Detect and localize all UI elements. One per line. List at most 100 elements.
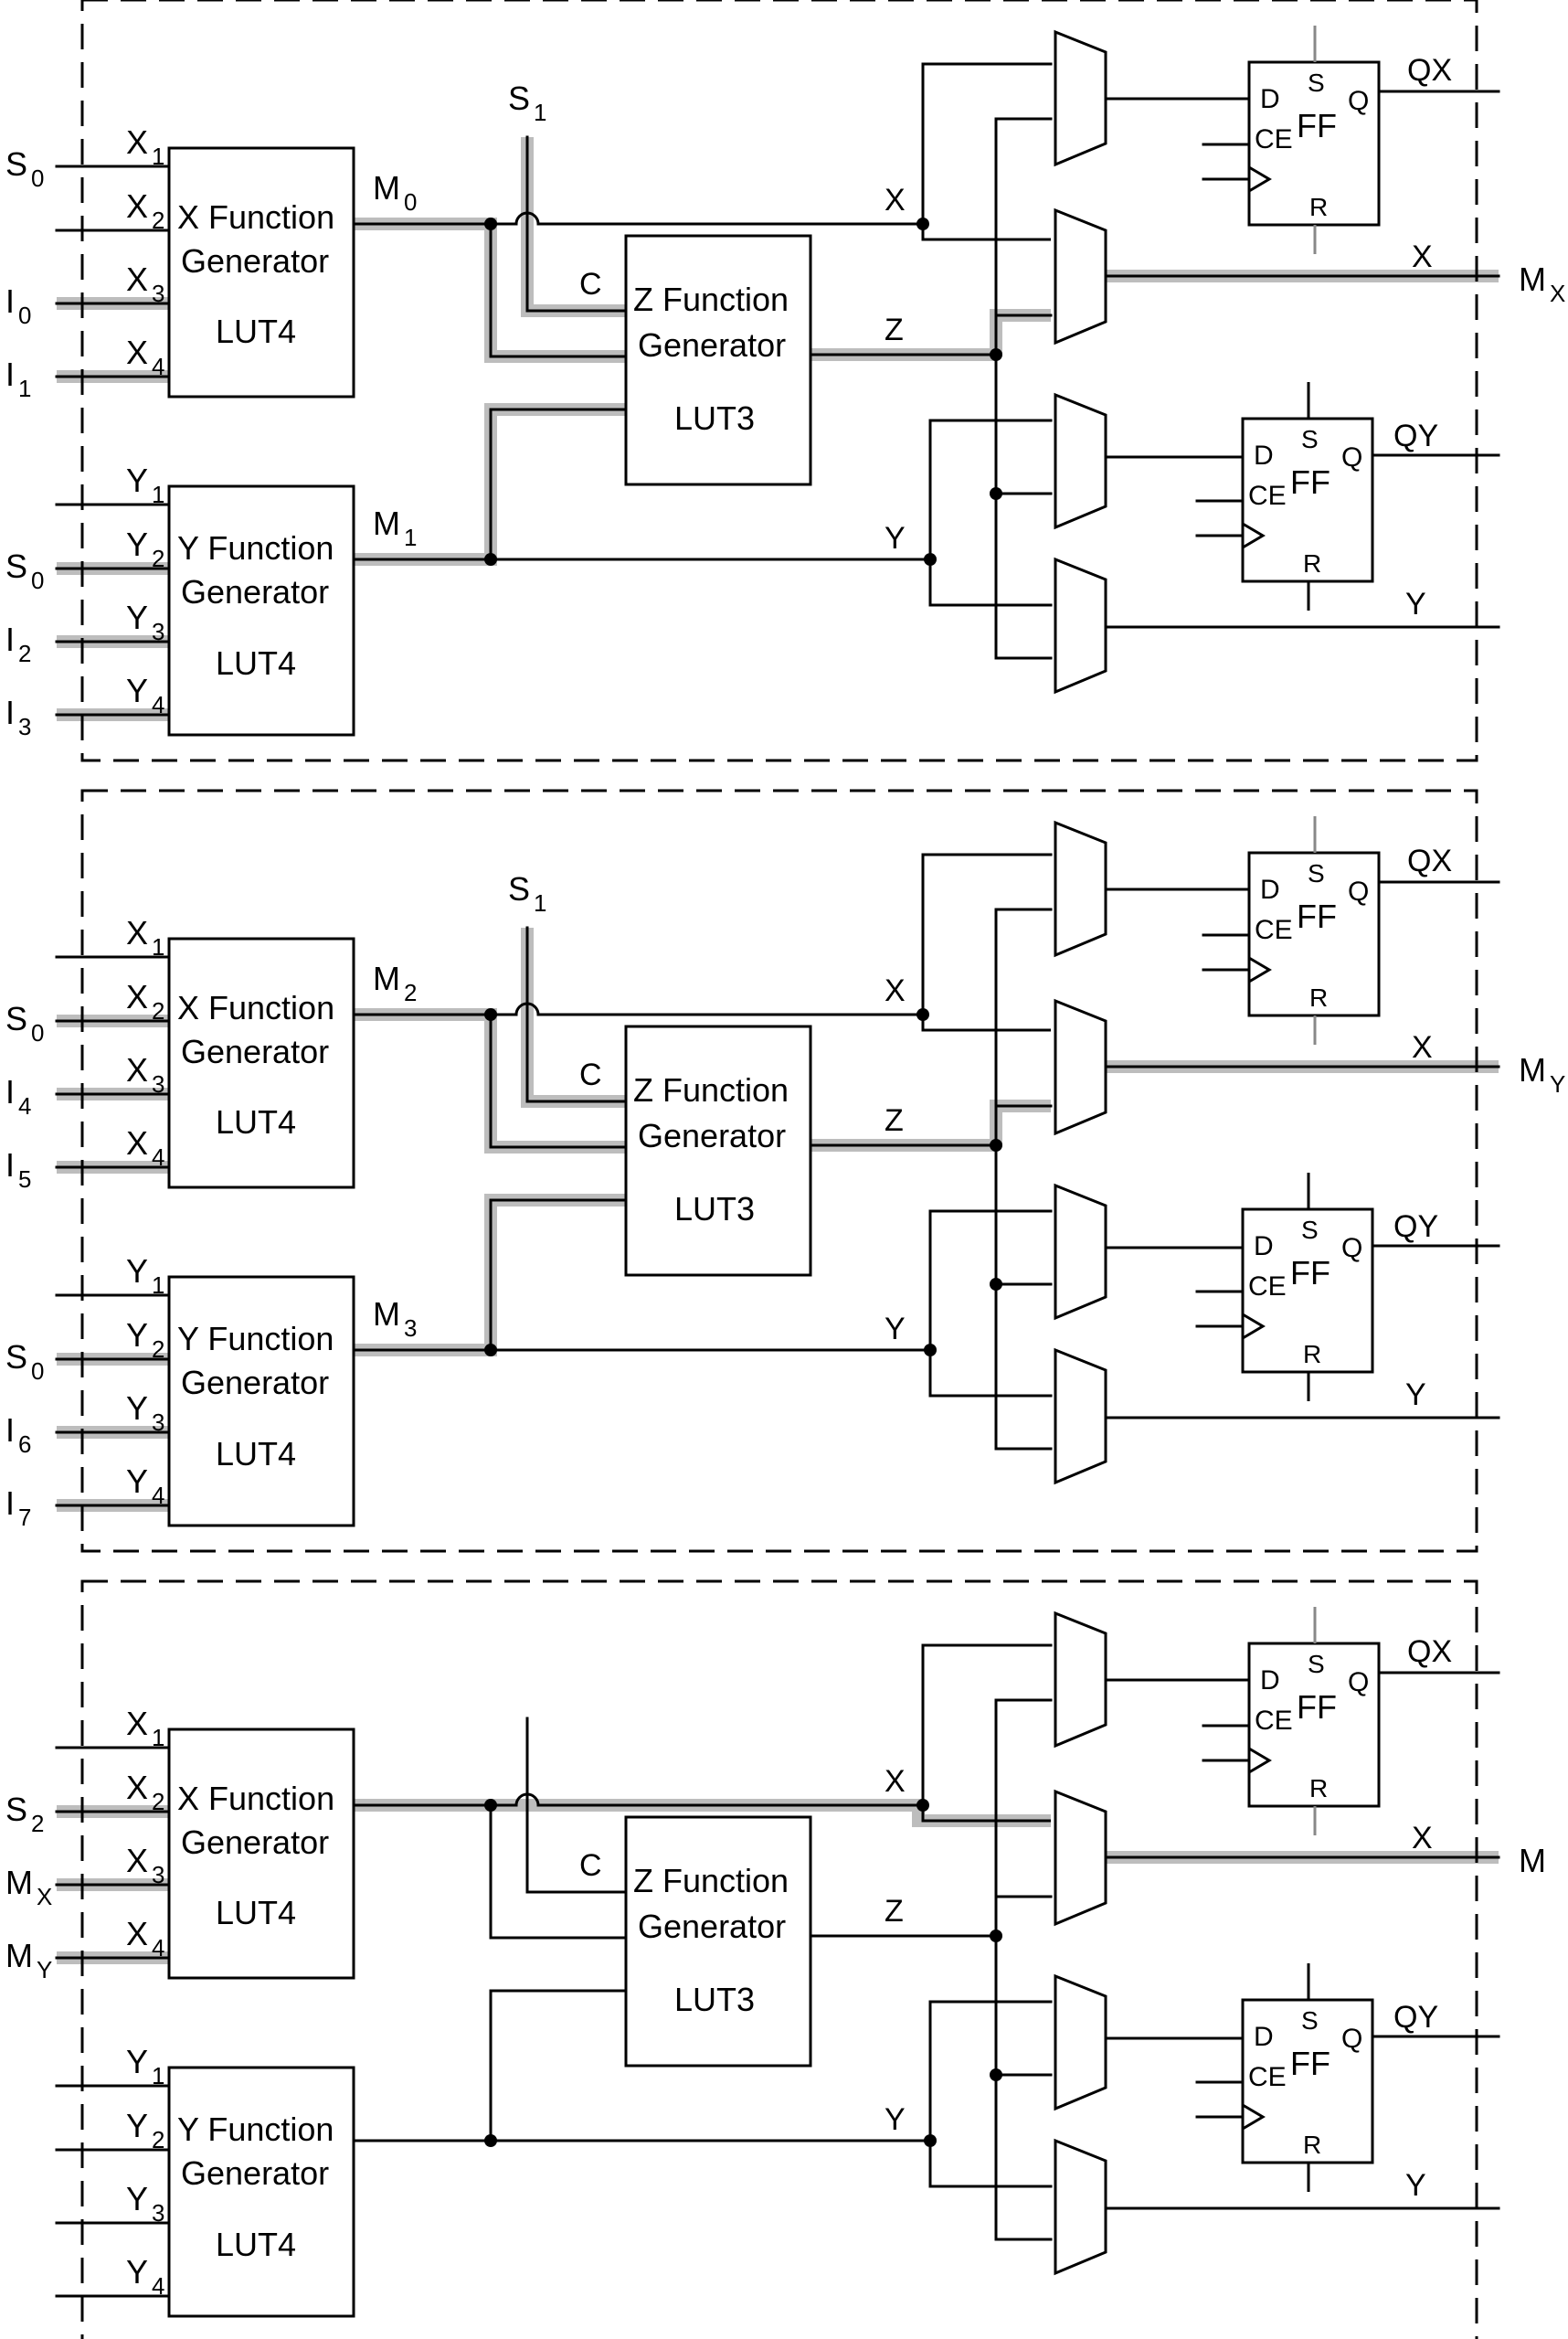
wire-layer <box>55 0 1500 2339</box>
c-pin-label: C <box>579 267 602 302</box>
x-to-mux2 <box>921 224 1051 241</box>
junction-dot <box>484 218 497 230</box>
ff-s-pin: S <box>1301 1216 1319 1244</box>
junction-dot <box>484 1008 497 1021</box>
mux-2 <box>1054 998 1107 1136</box>
y-gen-sub: Generator <box>181 2154 329 2192</box>
c-pin-label: C <box>579 1058 602 1092</box>
z-net-label: Z <box>885 313 904 347</box>
ff-s-pin: S <box>1308 69 1325 97</box>
ff-name: FF <box>1290 463 1330 501</box>
mux-4 <box>1054 2138 1107 2276</box>
y-gen-sub: Generator <box>181 1364 329 1401</box>
y-function-generator <box>167 1275 355 1527</box>
ff-name: FF <box>1290 1254 1330 1292</box>
junction-dot <box>990 1930 1002 1942</box>
ff-name: FF <box>1297 107 1337 144</box>
z-function-generator <box>624 234 812 486</box>
ff-name: FF <box>1297 898 1337 935</box>
mux-2 <box>1054 207 1107 346</box>
ff-name: FF <box>1290 2045 1330 2082</box>
flip-flop-box <box>1247 60 1381 227</box>
mux-4 <box>1054 557 1107 695</box>
junction-dot <box>484 1799 497 1812</box>
y-net-label: Y <box>885 2102 906 2137</box>
x-function-generator <box>167 937 355 1189</box>
y-gen-lut: LUT4 <box>216 644 296 682</box>
x-out-label: X <box>1412 1030 1433 1065</box>
mux-1 <box>1054 29 1107 167</box>
x-gen-sub: Generator <box>181 1823 329 1861</box>
z-function-generator <box>624 1025 812 1277</box>
x-gen-sub: Generator <box>181 242 329 280</box>
mux-3 <box>1054 392 1107 530</box>
ff-r-pin: R <box>1309 193 1328 221</box>
x-gen-lut: LUT4 <box>216 1103 296 1141</box>
z-gen-sub: Generator <box>638 326 786 364</box>
ff-q-pin: Q <box>1341 1233 1362 1263</box>
x-gen-title: X Function <box>177 198 334 236</box>
junction-dot <box>484 553 497 566</box>
ff-d-pin: D <box>1260 875 1280 905</box>
z-mux-highlight <box>990 1100 1051 1145</box>
x-net-label: X <box>885 1764 906 1799</box>
mux-3 <box>1054 1973 1107 2111</box>
ff-s-pin: S <box>1301 425 1319 453</box>
y-function-generator <box>167 2066 355 2318</box>
y-gen-lut: LUT4 <box>216 1435 296 1473</box>
mux-1 <box>1054 1611 1107 1749</box>
block-border <box>80 789 1478 1553</box>
ff-d-pin: D <box>1254 2022 1274 2052</box>
ff-q-pin: Q <box>1348 86 1369 116</box>
ff-q-pin: Q <box>1341 442 1362 473</box>
ff-ce-pin: CE <box>1248 2062 1287 2092</box>
junction-dot <box>990 1139 1002 1152</box>
x-gen-title: X Function <box>177 989 334 1026</box>
ff-s-pin: S <box>1301 2006 1319 2035</box>
z-gen-lut: LUT3 <box>674 1190 755 1228</box>
ff-q-pin: Q <box>1348 877 1369 907</box>
y-gen-sub: Generator <box>181 573 329 611</box>
ff-ce-pin: CE <box>1255 1706 1293 1736</box>
qy-label: QY <box>1393 419 1438 453</box>
mux-4 <box>1054 1347 1107 1485</box>
y-gen-title: Y Function <box>177 2110 334 2148</box>
ff-r-pin: R <box>1303 2131 1321 2159</box>
x-gen-title: X Function <box>177 1780 334 1817</box>
z-function-generator <box>624 1815 812 2068</box>
block-output-label: M <box>1519 1842 1546 1879</box>
ff-ce-pin: CE <box>1248 1271 1287 1302</box>
qx-label: QX <box>1407 844 1452 878</box>
x-gen-lut: LUT4 <box>216 1894 296 1931</box>
ff-d-pin: D <box>1254 441 1274 471</box>
junction-dot <box>990 1278 1002 1291</box>
x-net-label: X <box>885 183 906 218</box>
